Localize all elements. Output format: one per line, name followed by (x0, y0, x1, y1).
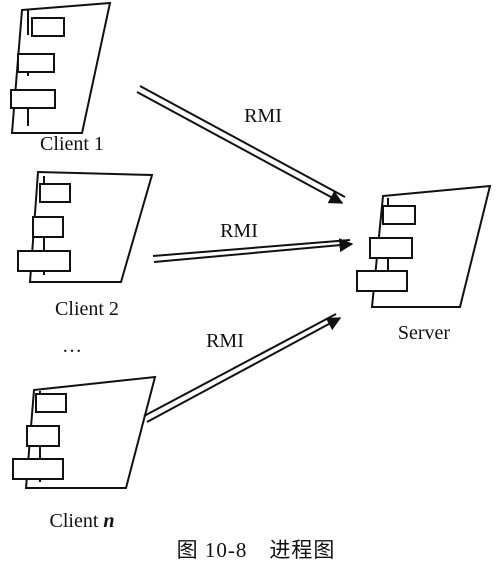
client2-component (17, 170, 154, 283)
server-label: Server (398, 322, 451, 344)
rmi-arrow-1 (136, 85, 346, 204)
server-component (356, 184, 492, 308)
rmi-label-1: RMI (244, 105, 282, 127)
client1-component (10, 1, 112, 134)
clientn-component (12, 375, 157, 489)
clientn-label: Client n (49, 510, 114, 532)
ellipsis: … (62, 335, 82, 357)
figure-caption: 图 10-8 进程图 (177, 538, 336, 562)
client1-label: Client 1 (40, 133, 104, 155)
rmi-label-3: RMI (206, 330, 244, 352)
client2-label: Client 2 (55, 298, 119, 320)
rmi-arrow-3 (143, 313, 342, 423)
rmi-label-2: RMI (220, 220, 258, 242)
rmi-arrow-2 (152, 238, 354, 263)
